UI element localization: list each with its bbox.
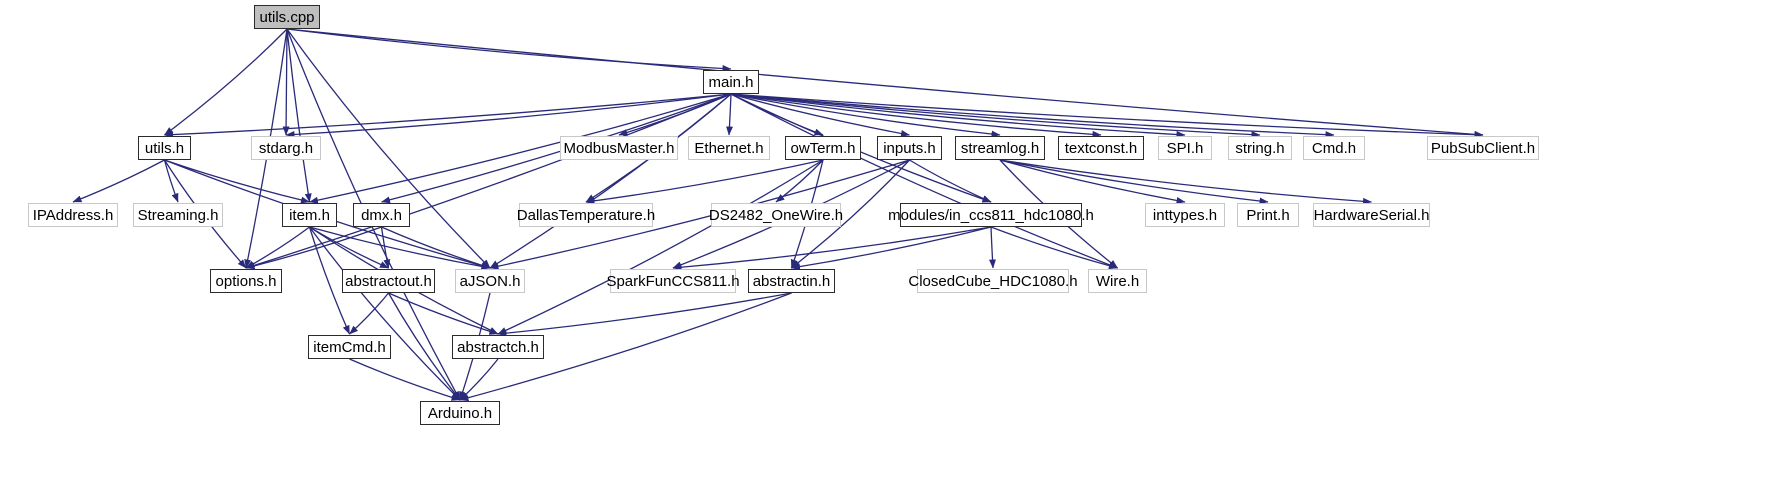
graph-edge-utils-cpp-to-main-h (286, 28, 732, 73)
graph-node-spi-h[interactable]: SPI.h (1158, 136, 1212, 160)
graph-edge-main-h-to-utils-h (164, 93, 732, 139)
graph-node-textconst-h[interactable]: textconst.h (1058, 136, 1144, 160)
graph-node-arduino-h[interactable]: Arduino.h (420, 401, 500, 425)
graph-edge-owterm-h-to-dallastemp-h (585, 159, 824, 205)
graph-node-ds2482-h[interactable]: DS2482_OneWire.h (709, 203, 843, 227)
graph-node-cmd-h[interactable]: Cmd.h (1303, 136, 1365, 160)
graph-edge-main-h-to-ajson-h (489, 93, 732, 269)
graph-node-utils-cpp[interactable]: utils.cpp (254, 5, 320, 29)
graph-node-dmx-h[interactable]: dmx.h (353, 203, 410, 227)
graph-edge-item-h-to-abstractout-h (309, 226, 389, 269)
graph-edge-streamlog-h-to-print-h (999, 159, 1269, 205)
graph-edge-in-ccs811-h-to-abstractin-h (791, 226, 992, 271)
graph-edge-dmx-h-to-ajson-h (381, 226, 491, 269)
graph-edge-in-ccs811-h-to-sparkfunccs811-h (672, 226, 992, 271)
graph-edge-main-h-to-streamlog-h (730, 93, 1001, 138)
graph-edge-abstractout-h-to-itemcmd-h (349, 292, 390, 335)
graph-edge-dmx-h-to-abstractout-h (380, 226, 391, 269)
graph-node-stdarg-h[interactable]: stdarg.h (251, 136, 321, 160)
graph-node-pubsubclient-h[interactable]: PubSubClient.h (1427, 136, 1539, 160)
graph-edge-utils-cpp-to-stdarg-h (282, 28, 290, 136)
graph-edge-main-h-to-wire-h (730, 93, 1118, 269)
graph-edge-abstractch-h-to-arduino-h (459, 358, 499, 401)
graph-edge-streamlog-h-to-hardwareserial-h (999, 159, 1372, 205)
graph-node-inputs-h[interactable]: inputs.h (877, 136, 942, 160)
graph-node-print-h[interactable]: Print.h (1237, 203, 1299, 227)
graph-edge-itemcmd-h-to-arduino-h (349, 358, 461, 401)
graph-edge-main-h-to-string-h (730, 93, 1261, 139)
graph-node-itemcmd-h[interactable]: itemCmd.h (308, 335, 391, 359)
graph-edge-in-ccs811-h-to-closedcube-h (989, 226, 996, 269)
graph-edge-main-h-to-options-h (245, 93, 732, 269)
graph-node-in-ccs811-h[interactable]: modules/in_ccs811_hdc1080.h (888, 203, 1094, 227)
graph-edge-utils-h-to-streaming-h (163, 159, 179, 203)
graph-edge-owterm-h-to-ds2482-h (775, 159, 824, 203)
graph-edge-main-h-to-modbusmaster-h (618, 93, 732, 136)
graph-node-main-h[interactable]: main.h (703, 70, 759, 94)
graph-edge-main-h-to-dmx-h (381, 93, 732, 204)
graph-node-wire-h[interactable]: Wire.h (1088, 269, 1147, 293)
graph-node-inttypes-h[interactable]: inttypes.h (1145, 203, 1225, 227)
graph-node-ipaddress-h[interactable]: IPAddress.h (28, 203, 118, 227)
graph-edge-utils-cpp-to-utils-h (164, 28, 288, 136)
graph-node-streamlog-h[interactable]: streamlog.h (955, 136, 1045, 160)
graph-edge-abstractin-h-to-abstractch-h (497, 292, 792, 337)
graph-edge-main-h-to-in-ccs811-h (730, 93, 992, 203)
graph-node-item-h[interactable]: item.h (282, 203, 337, 227)
graph-edge-main-h-to-inputs-h (730, 93, 910, 137)
graph-edge-abstractout-h-to-arduino-h (387, 292, 461, 401)
graph-node-closedcube-h[interactable]: ClosedCube_HDC1080.h (908, 269, 1078, 293)
graph-node-owterm-h[interactable]: owTerm.h (785, 136, 861, 160)
graph-node-utils-h[interactable]: utils.h (138, 136, 191, 160)
graph-edge-main-h-to-owterm-h (730, 93, 824, 136)
graph-node-dallastemp-h[interactable]: DallasTemperature.h (517, 203, 655, 227)
graph-node-abstractout-h[interactable]: abstractout.h (342, 269, 435, 293)
graph-node-abstractch-h[interactable]: abstractch.h (452, 335, 544, 359)
graph-edge-main-h-to-spi-h (730, 93, 1186, 139)
graph-edge-utils-h-to-ipaddress-h (72, 159, 165, 203)
graph-node-modbusmaster-h[interactable]: ModbusMaster.h (560, 136, 678, 160)
graph-node-streaming-h[interactable]: Streaming.h (133, 203, 223, 227)
graph-node-options-h[interactable]: options.h (210, 269, 282, 293)
graph-edge-owterm-h-to-abstractch-h (497, 159, 824, 335)
graph-node-sparkfunccs811-h[interactable]: SparkFunCCS811.h (606, 269, 740, 293)
graph-node-ethernet-h[interactable]: Ethernet.h (688, 136, 770, 160)
graph-node-ajson-h[interactable]: aJSON.h (455, 269, 525, 293)
graph-node-abstractin-h[interactable]: abstractin.h (748, 269, 835, 293)
graph-edge-item-h-to-options-h (245, 226, 310, 269)
graph-edge-main-h-to-ethernet-h (726, 93, 733, 136)
graph-edge-main-h-to-pubsubclient-h (730, 93, 1484, 139)
graph-edge-main-h-to-cmd-h (730, 93, 1335, 139)
graph-edge-item-h-to-arduino-h (308, 226, 461, 401)
graph-node-string-h[interactable]: string.h (1228, 136, 1292, 160)
graph-edge-utils-cpp-to-pubsubclient-h (286, 28, 1484, 138)
graph-edge-abstractout-h-to-abstractch-h (388, 292, 499, 335)
graph-edge-in-ccs811-h-to-wire-h (990, 226, 1118, 270)
graph-edge-main-h-to-stdarg-h (285, 93, 732, 138)
graph-edge-dmx-h-to-options-h (245, 226, 382, 270)
graph-edge-item-h-to-ajson-h (309, 226, 491, 270)
graph-node-hardwareserial-h[interactable]: HardwareSerial.h (1313, 203, 1430, 227)
graph-edge-utils-cpp-to-item-h (286, 28, 312, 203)
graph-edge-main-h-to-textconst-h (730, 93, 1102, 138)
graph-edge-inputs-h-to-in-ccs811-h (909, 159, 992, 203)
graph-edge-streamlog-h-to-inttypes-h (999, 159, 1186, 204)
graph-edge-utils-h-to-item-h (164, 159, 310, 204)
